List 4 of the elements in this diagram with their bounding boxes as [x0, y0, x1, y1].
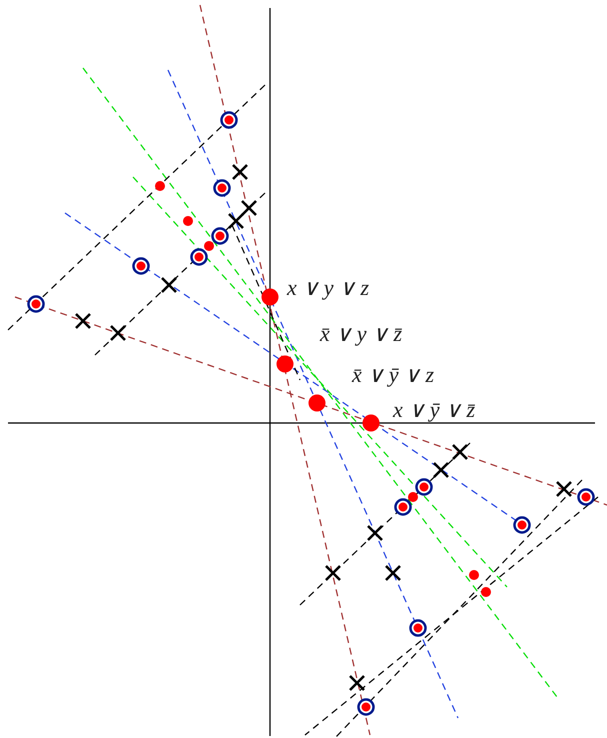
formula-label: x ∨ ȳ ∨ z̄ — [393, 399, 476, 421]
formula-label: x̄ ∨ ȳ ∨ z — [352, 364, 434, 386]
formula-label: x̄ ∨ y ∨ z̄ — [320, 323, 402, 345]
formula-label: x ∨ y ∨ z — [287, 277, 370, 299]
